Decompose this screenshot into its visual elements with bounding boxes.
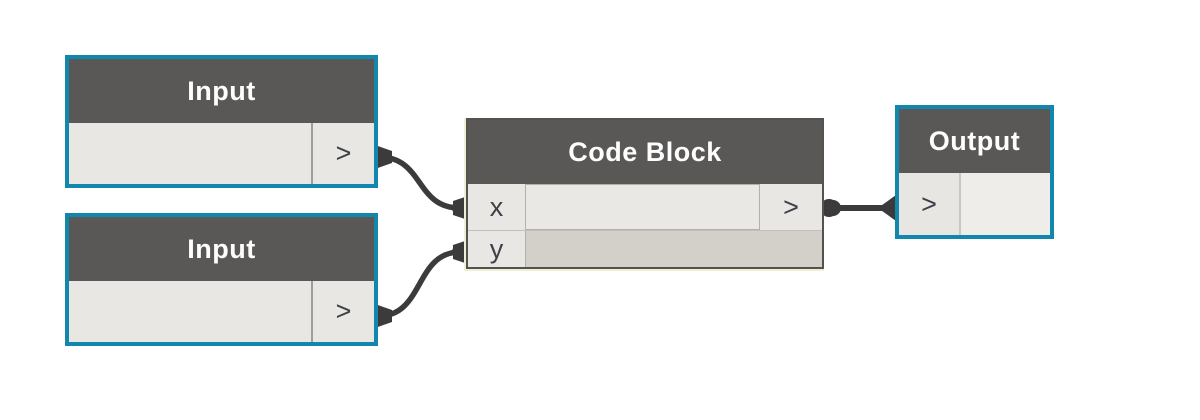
node-output[interactable]: Output > bbox=[895, 105, 1054, 239]
code-block-input-port-y[interactable]: y bbox=[468, 231, 526, 267]
node-input-2-value-field[interactable] bbox=[69, 281, 311, 342]
node-input-1-title[interactable]: Input bbox=[69, 59, 374, 123]
wire-input1-to-code-block-x[interactable] bbox=[373, 149, 466, 215]
node-output-input-port[interactable]: > bbox=[899, 173, 961, 235]
code-block-code-field[interactable] bbox=[526, 184, 759, 230]
node-output-body: > bbox=[899, 173, 1050, 235]
output-port-glyph: > bbox=[335, 296, 352, 326]
code-block-row-y: y bbox=[468, 230, 822, 267]
output-input-arrow[interactable] bbox=[878, 195, 896, 221]
node-input-1[interactable]: Input > bbox=[65, 55, 378, 188]
port-x-label: x bbox=[489, 191, 504, 222]
input-port-glyph: > bbox=[921, 188, 937, 219]
output-port-glyph: > bbox=[783, 191, 799, 222]
wire-code-block-to-output[interactable] bbox=[825, 200, 885, 216]
node-input-1-value-field[interactable] bbox=[69, 123, 311, 184]
node-input-2-output-port[interactable]: > bbox=[311, 281, 374, 342]
node-input-1-output-port[interactable]: > bbox=[311, 123, 374, 184]
port-y-label: y bbox=[489, 233, 504, 264]
node-input-2-body: > bbox=[69, 281, 374, 342]
node-code-block[interactable]: Code Block x > y bbox=[466, 118, 824, 269]
code-block-y-filler bbox=[526, 231, 822, 267]
output-port-glyph: > bbox=[335, 138, 352, 168]
node-output-value-area bbox=[961, 173, 1050, 235]
node-input-2[interactable]: Input > bbox=[65, 213, 378, 346]
code-block-row-x: x > bbox=[468, 184, 822, 230]
node-code-block-title[interactable]: Code Block bbox=[468, 120, 822, 184]
node-input-2-title[interactable]: Input bbox=[69, 217, 374, 281]
node-output-title[interactable]: Output bbox=[899, 109, 1050, 173]
node-input-1-body: > bbox=[69, 123, 374, 184]
code-block-input-port-x[interactable]: x bbox=[468, 184, 526, 230]
code-block-output-port[interactable]: > bbox=[759, 184, 822, 230]
wire-input2-to-code-block-y[interactable] bbox=[373, 245, 466, 324]
